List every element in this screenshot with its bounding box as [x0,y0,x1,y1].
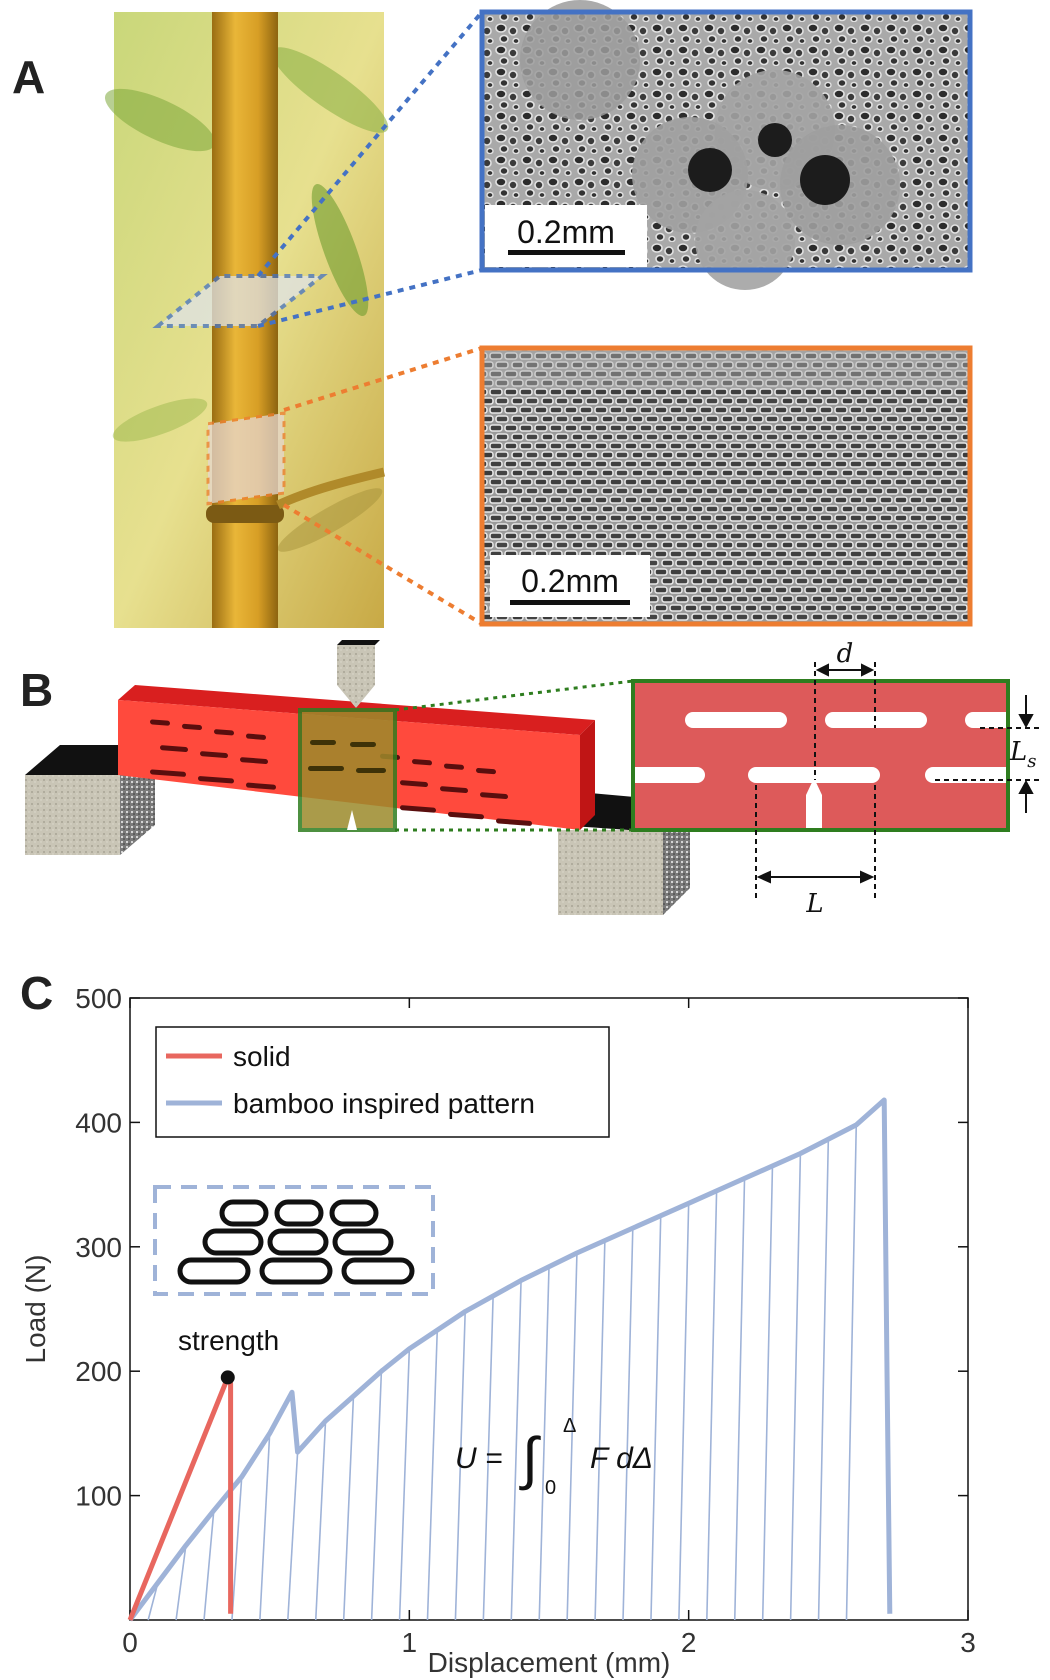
sem-frame-bottom [479,345,973,627]
cross-section-bottom [206,411,286,506]
equation-lhs: U = [455,1442,503,1475]
x-tick-label: 1 [402,1627,418,1658]
hatch-line [314,1420,327,1621]
pattern-inset [153,1185,435,1296]
hatch-line [454,1311,466,1621]
hatch-line [566,1252,578,1621]
hatch-line [370,1371,383,1621]
hatch-line [733,1178,746,1621]
equation-rhs: F dΔ [590,1442,653,1475]
plot-area [129,997,969,1621]
panel-label-b: B [20,664,54,716]
y-axis-label: Load (N) [20,1255,51,1364]
hatch-line [789,1153,802,1621]
sem-image-bottom: 0.2mm [479,345,973,627]
x-tick-label: 0 [122,1627,138,1658]
hatch-line [817,1139,830,1621]
x-tick-label: 2 [681,1627,697,1658]
scale-bar-top [508,250,625,255]
energy-equation: U = ∫ Δ 0 F dΔ [455,1415,653,1499]
legend-label-bamboo: bamboo inspired pattern [233,1088,535,1119]
y-tick-label: 400 [75,1107,122,1138]
equation-integral: ∫ [519,1426,541,1491]
dimension-L-label: L [805,889,823,919]
hatch-line [203,1510,215,1621]
load-displacement-chart: 0 1 2 3 100 200 300 400 500 solid bamboo inspire… [20,983,976,1678]
equation-upper-limit: Δ [563,1415,576,1437]
dimension-Ls [935,695,1040,813]
hatch-line [287,1452,299,1621]
x-axis-label: Displacement (mm) [428,1647,671,1678]
hatch-line [706,1190,718,1621]
scale-bar-bottom [510,600,630,605]
y-tick-label: 200 [75,1356,122,1387]
pattern-zoom-inset [620,679,1025,832]
legend-box [155,1026,610,1138]
equation-lower-limit: 0 [545,1477,556,1499]
hatch-line [231,1476,243,1621]
hatch-line [761,1165,774,1621]
hatch-line [538,1266,550,1621]
hatch-line [426,1330,439,1621]
series-group [127,1097,893,1622]
panel-label-a: A [12,51,46,103]
x-tick-label: 3 [960,1627,976,1658]
hatch-line [594,1240,606,1621]
panel-label-c: C [20,967,54,1019]
sem-image-top: 0.2mm [479,0,973,290]
hatch-line [342,1396,355,1621]
y-tick-label: 100 [75,1481,122,1512]
strength-label: strength [178,1325,279,1356]
hatch-line [398,1348,411,1621]
plot-frame [129,997,969,1621]
hatch-line [845,1124,858,1621]
scale-bar-label-bottom: 0.2mm [521,563,619,599]
beam [118,685,595,832]
hatch-line [482,1295,494,1621]
energy-hatch-area [147,1124,858,1621]
axis-ticks: 0 1 2 3 100 200 300 400 500 [75,983,976,1658]
panel-a: 0.2mm 0.2mm [104,0,973,628]
y-tick-label: 500 [75,983,122,1014]
hatch-line [510,1280,522,1621]
cross-section-top [152,274,328,328]
dimension-Ls-label: Ls [1009,737,1037,772]
y-tick-label: 300 [75,1232,122,1263]
sem-frame-top [479,9,973,273]
legend: solid bamboo inspired pattern [155,1026,610,1138]
dimension-d-label: d [837,640,854,669]
dimension-d [814,662,876,780]
loading-pin [337,640,380,708]
series-bamboo-line [127,1097,893,1622]
scale-bar-label-top: 0.2mm [517,214,615,250]
hatch-line [259,1433,271,1621]
hatch-line [622,1228,634,1621]
hatch-line [678,1203,690,1621]
panel-b: d L Ls [25,640,1040,919]
legend-label-solid: solid [233,1041,291,1072]
hatch-line [650,1215,662,1621]
strength-point [220,1370,235,1385]
hatch-line [175,1545,187,1621]
dimension-L [755,785,876,900]
